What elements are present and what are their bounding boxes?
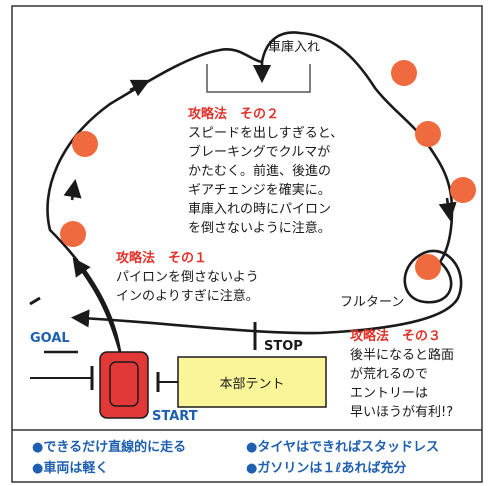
route-left-loop — [46, 47, 263, 353]
tip-2-line: 車庫入れの時にパイロン — [188, 202, 331, 217]
full-turn-label: フルターン — [340, 295, 404, 310]
tip-2-line: を倒さないように注意。 — [188, 220, 331, 236]
tip-3-line: 早いほうが有利!? — [350, 405, 453, 420]
tip-2: 攻略法 その２ スピードを出しすぎると、 ブレーキングでクルマが かたむく。前進… — [188, 106, 343, 236]
tip-3-line: 後半になると路面 — [350, 347, 454, 363]
note-item: ●車両は軽く — [32, 460, 108, 476]
route-start-arrow — [72, 257, 122, 353]
tip-1-line: パイロンを倒さないよう — [116, 270, 259, 285]
tip-3: 攻略法 その３ 後半になると路面 が荒れるので エントリーは 早いほうが有利!? — [350, 328, 454, 420]
pylon-icon — [415, 254, 441, 280]
note-item: ●できるだけ直線的に走る — [32, 439, 186, 455]
tip-2-line: ブレーキングでクルマが — [188, 144, 330, 160]
goal-label: GOAL — [30, 331, 70, 346]
note-item: ●ガソリンは１ℓあれば充分 — [246, 460, 406, 476]
tip-3-title: 攻略法 その３ — [350, 328, 441, 344]
tip-1-title: 攻略法 その１ — [116, 250, 207, 266]
route-arrow-right — [438, 197, 457, 222]
note-item: ●タイヤはできればスタッドレス — [246, 440, 439, 455]
pylon-icon — [60, 221, 86, 247]
tip-3-line: エントリーは — [350, 386, 428, 401]
pylon-icon — [415, 121, 441, 147]
stop-label: STOP — [264, 339, 303, 354]
tip-1-line: インのよりすぎに注意。 — [116, 288, 259, 304]
tent-box — [177, 356, 327, 408]
pylon-icon — [391, 60, 417, 86]
notes: ●できるだけ直線的に走る ●タイヤはできればスタッドレス ●車両は軽く ●ガソリ… — [32, 439, 439, 476]
garage-label: 車庫入れ — [268, 40, 320, 55]
car-window — [109, 361, 139, 407]
tip-2-line: ギアチェンジを確実に。 — [188, 182, 331, 198]
route-full-turn — [319, 249, 463, 335]
route-arrow-left — [63, 179, 82, 201]
start-label: START — [152, 409, 198, 424]
tip-3-line: が荒れるので — [350, 367, 428, 382]
pylon-icon — [72, 131, 98, 157]
tip-1: 攻略法 その１ パイロンを倒さないよう インのよりすぎに注意。 — [116, 250, 259, 304]
tip-2-line: スピードを出しすぎると、 — [188, 126, 343, 141]
pylon-icon — [450, 177, 476, 203]
car-icon — [99, 351, 149, 419]
garage-bracket — [206, 64, 311, 93]
tent-label: 本部テント — [219, 377, 284, 392]
diagram-border — [11, 5, 483, 483]
route-arrow-top — [129, 79, 151, 97]
tip-2-title: 攻略法 その２ — [188, 106, 279, 122]
goal-mark — [29, 296, 41, 306]
tip-2-line: かたむく。前進、後進の — [188, 163, 331, 179]
